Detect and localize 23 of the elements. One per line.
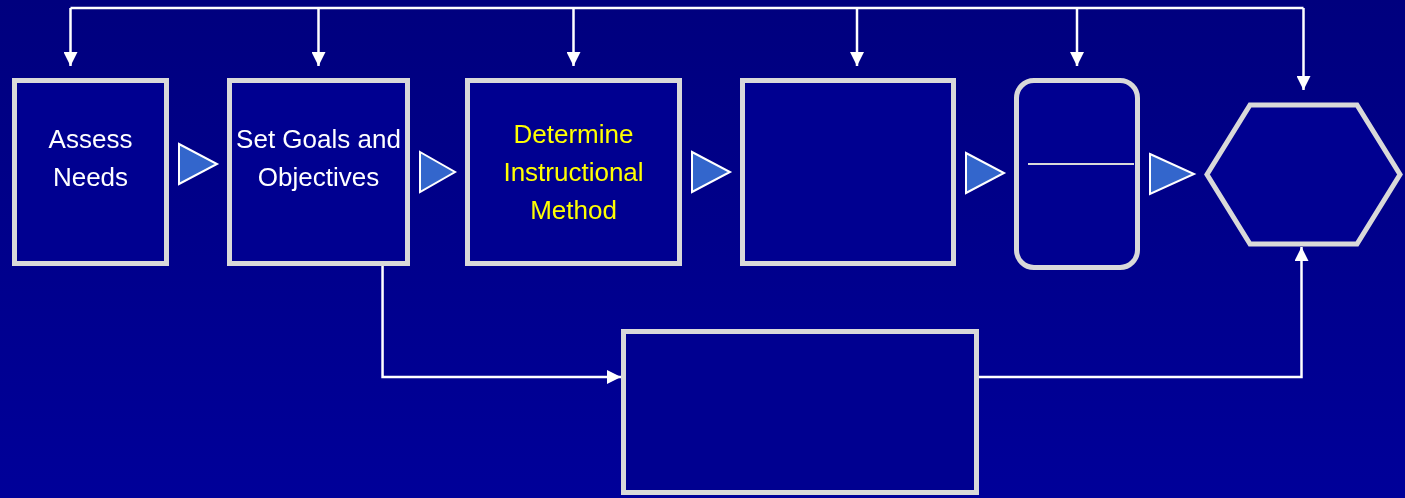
arrow (63, 8, 78, 66)
arrow (566, 8, 581, 66)
step-label: Assess Needs (47, 123, 134, 194)
process-box (465, 78, 682, 266)
bus-line (70, 6, 1304, 10)
step-label: Determine Instructional Method (502, 118, 645, 227)
arrow (1070, 8, 1084, 66)
arrow (1296, 8, 1311, 90)
process-box (227, 78, 410, 266)
step-label: Set Goals and Objectives (235, 123, 402, 194)
arrow (311, 8, 326, 66)
process-box (12, 78, 169, 266)
flow-arrow (1149, 152, 1197, 196)
process-box (740, 78, 956, 266)
flow-arrow (691, 150, 733, 194)
arrow (979, 247, 1309, 379)
flow-arrow (178, 142, 220, 186)
flow-arrow (965, 151, 1007, 195)
flow-arrow (419, 150, 457, 194)
arrow (850, 8, 864, 66)
arrow (381, 266, 621, 384)
rounded-box (1014, 78, 1140, 270)
process-box (621, 329, 979, 495)
